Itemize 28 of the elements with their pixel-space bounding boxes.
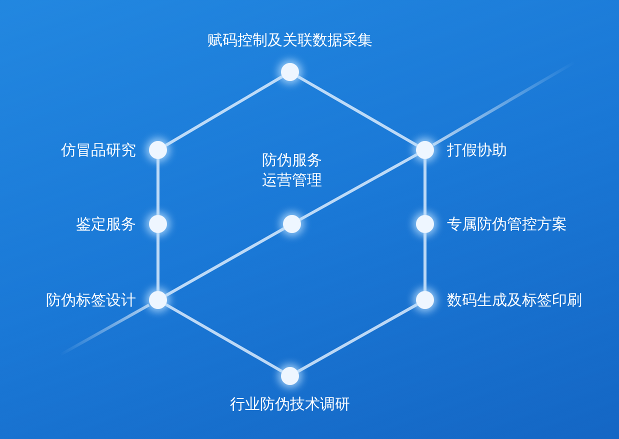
connector-line: [156, 233, 160, 291]
node-dot: [416, 291, 434, 309]
node-dot: [149, 141, 167, 159]
node-label: 打假协助: [447, 140, 507, 160]
node-label: 防伪服务运营管理: [261, 150, 323, 190]
connector-line: [424, 233, 426, 291]
node-label: 仿冒品研究: [61, 140, 136, 160]
node-dot: [416, 141, 434, 159]
connector-line: [299, 153, 418, 221]
connector-line: [165, 227, 285, 297]
node-label: 防伪标签设计: [46, 290, 136, 310]
connector-line: [165, 303, 283, 373]
connector-line: [297, 75, 418, 147]
node-dot: [281, 367, 299, 385]
node-label: 赋码控制及关联数据采集: [206, 30, 374, 50]
node-label: 鉴定服务: [76, 214, 136, 234]
node-label: 专属防伪管控方案: [447, 214, 567, 234]
connector-line: [424, 159, 426, 215]
node-dot: [281, 63, 299, 81]
node-dot: [416, 215, 434, 233]
connector-line: [297, 303, 418, 373]
node-label: 数码生成及标签印刷: [447, 290, 582, 310]
node-dot: [149, 215, 167, 233]
node-dot: [149, 291, 167, 309]
node-dot: [283, 215, 301, 233]
connector-line: [156, 159, 160, 215]
node-label: 行业防伪技术调研: [229, 394, 351, 414]
connector-line: [164, 75, 284, 147]
